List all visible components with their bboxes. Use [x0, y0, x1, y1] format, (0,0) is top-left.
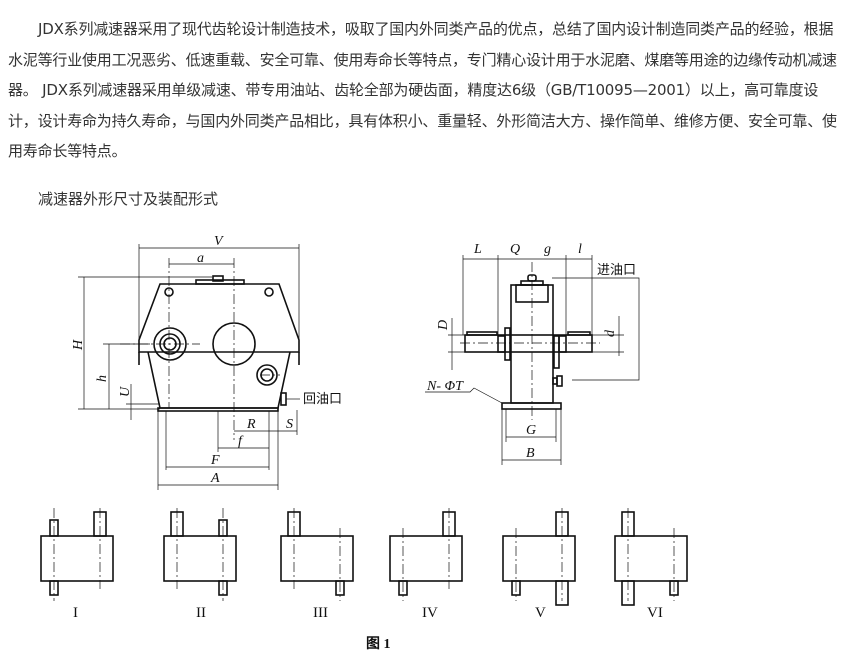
- front-view: V a H h U R S f F A 回油口: [71, 234, 342, 490]
- section-subtitle: 减速器外形尺寸及装配形式: [38, 190, 219, 208]
- dim-g: g: [544, 242, 551, 257]
- dim-d: d: [603, 329, 618, 337]
- dim-U: U: [118, 386, 133, 397]
- dim-L: L: [473, 242, 482, 257]
- dim-B: B: [526, 446, 535, 461]
- form-label: I: [73, 605, 78, 621]
- form-label: IV: [422, 605, 438, 621]
- oil-inlet-label: 进油口: [597, 263, 636, 278]
- form-housing: [40, 535, 114, 582]
- form-label: II: [196, 605, 206, 621]
- dim-Q: Q: [510, 242, 520, 257]
- dim-f: f: [238, 434, 244, 449]
- form-label: V: [535, 605, 546, 621]
- form-housing: [280, 535, 354, 582]
- holes-label: N- ΦT: [426, 379, 464, 394]
- dim-D: D: [436, 320, 451, 331]
- dim-l: l: [578, 242, 582, 257]
- form-label: III: [313, 605, 328, 621]
- form-housing: [614, 535, 688, 582]
- dim-a: a: [197, 251, 204, 266]
- form-label: VI: [647, 605, 663, 621]
- dim-h: h: [95, 375, 110, 382]
- side-view: L Q g l D d 进油口 N- ΦT G B: [425, 242, 640, 465]
- figure-caption: 图 1: [366, 636, 391, 652]
- dim-F: F: [210, 453, 220, 468]
- dim-H: H: [71, 339, 86, 351]
- dim-R: R: [246, 417, 256, 432]
- dim-V: V: [214, 234, 224, 249]
- dim-S: S: [286, 417, 293, 432]
- dim-G: G: [526, 423, 536, 438]
- intro-paragraph: JDX系列减速器采用了现代齿轮设计制造技术，吸取了国内外同类产品的优点，总结了国…: [8, 20, 837, 161]
- dim-A: A: [210, 471, 220, 486]
- form-housing: [389, 535, 463, 582]
- form-housing: [163, 535, 237, 582]
- form-housing: [502, 535, 576, 582]
- oil-return-label: 回油口: [303, 392, 342, 407]
